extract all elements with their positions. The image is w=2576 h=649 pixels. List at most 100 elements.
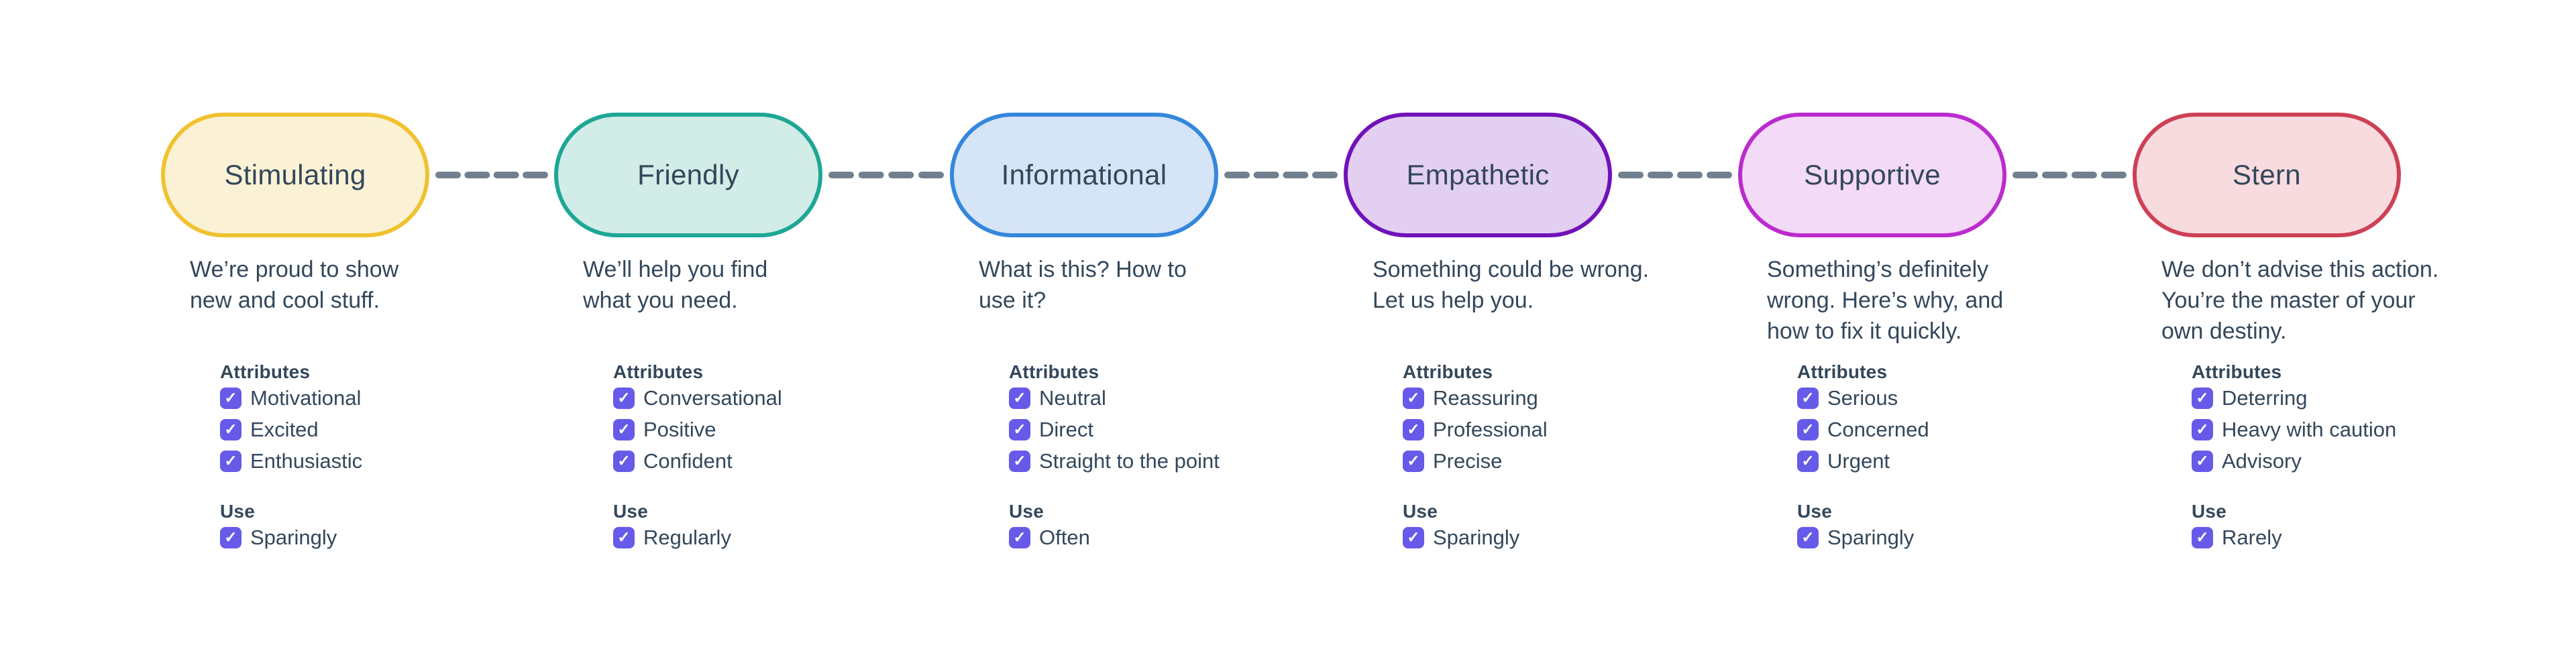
check-icon: ✓ — [1407, 388, 1420, 406]
use-heading: Use — [1009, 501, 1044, 522]
use-heading: Use — [1797, 501, 1832, 522]
checkbox-row: ✓ Reassuring — [1403, 388, 1548, 409]
checkbox[interactable]: ✓ — [1797, 451, 1819, 472]
tone-column-stern: Stern We don’t advise this action. You’r… — [2133, 0, 2438, 649]
check-icon: ✓ — [1013, 388, 1026, 406]
checkbox-label: Precise — [1433, 449, 1503, 473]
tone-pill-label: Stimulating — [224, 159, 366, 190]
checkbox-row: ✓ Heavy with caution — [2192, 419, 2396, 440]
use-list: ✓ Sparingly — [220, 527, 337, 548]
checkbox[interactable]: ✓ — [1403, 419, 1424, 440]
check-icon: ✓ — [617, 528, 631, 546]
checkbox[interactable]: ✓ — [1009, 419, 1030, 440]
checkbox[interactable]: ✓ — [613, 451, 635, 472]
checkbox[interactable]: ✓ — [613, 419, 635, 440]
use-list: ✓ Rarely — [2192, 527, 2282, 548]
checkbox[interactable]: ✓ — [613, 388, 635, 409]
attributes-section: Attributes ✓ Motivational ✓ Excited ✓ En… — [220, 361, 362, 472]
check-icon: ✓ — [2196, 388, 2209, 406]
checkbox-row: ✓ Sparingly — [220, 527, 337, 548]
checkbox[interactable]: ✓ — [2192, 419, 2213, 440]
checkbox-label: Straight to the point — [1039, 449, 1220, 473]
checkbox[interactable]: ✓ — [220, 451, 241, 472]
checkbox[interactable]: ✓ — [1403, 388, 1424, 409]
checkbox-label: Deterring — [2222, 386, 2308, 410]
checkbox-row: ✓ Sparingly — [1403, 527, 1519, 548]
checkbox-label: Urgent — [1827, 449, 1890, 473]
check-icon: ✓ — [2196, 528, 2209, 546]
checkbox-row: ✓ Concerned — [1797, 419, 1929, 440]
attributes-heading: Attributes — [1009, 361, 1099, 382]
checkbox[interactable]: ✓ — [1009, 388, 1030, 409]
checkbox[interactable]: ✓ — [1797, 527, 1819, 548]
attributes-section: Attributes ✓ Reassuring ✓ Professional ✓… — [1403, 361, 1548, 472]
checkbox-label: Reassuring — [1433, 386, 1538, 410]
attributes-list: ✓ Neutral ✓ Direct ✓ Straight to the poi… — [1009, 388, 1220, 472]
check-icon: ✓ — [224, 420, 237, 438]
checkbox-row: ✓ Conversational — [613, 388, 782, 409]
tone-pill: Stern — [2133, 113, 2401, 237]
check-icon: ✓ — [2196, 451, 2209, 469]
check-icon: ✓ — [1013, 528, 1026, 546]
attributes-heading: Attributes — [1403, 361, 1493, 382]
tone-pill: Supportive — [1738, 113, 2006, 237]
checkbox-row: ✓ Deterring — [2192, 388, 2396, 409]
checkbox-row: ✓ Enthusiastic — [220, 451, 362, 472]
tone-pill: Stimulating — [161, 113, 429, 237]
check-icon: ✓ — [224, 528, 237, 546]
attributes-list: ✓ Motivational ✓ Excited ✓ Enthusiastic — [220, 388, 362, 472]
tone-description: We’ll help you find what you need. — [583, 257, 768, 313]
checkbox-label: Sparingly — [1827, 526, 1915, 549]
checkbox[interactable]: ✓ — [1797, 388, 1819, 409]
checkbox[interactable]: ✓ — [220, 527, 241, 548]
tone-column-informational: Informational What is this? How to use i… — [950, 0, 1220, 649]
checkbox[interactable]: ✓ — [220, 419, 241, 440]
attributes-heading: Attributes — [220, 361, 311, 382]
attributes-section: Attributes ✓ Deterring ✓ Heavy with caut… — [2192, 361, 2396, 472]
checkbox-row: ✓ Precise — [1403, 451, 1548, 472]
checkbox-row: ✓ Positive — [613, 419, 782, 440]
checkbox-row: ✓ Urgent — [1797, 451, 1929, 472]
checkbox[interactable]: ✓ — [1797, 419, 1819, 440]
checkbox-label: Sparingly — [1433, 526, 1520, 549]
checkbox[interactable]: ✓ — [2192, 451, 2213, 472]
checkbox-label: Regularly — [643, 526, 731, 549]
checkbox-label: Positive — [643, 418, 716, 441]
tone-pill: Friendly — [554, 113, 822, 237]
use-heading: Use — [2192, 501, 2226, 522]
checkbox-row: ✓ Rarely — [2192, 527, 2282, 548]
checkbox-row: ✓ Straight to the point — [1009, 451, 1220, 472]
checkbox[interactable]: ✓ — [1403, 451, 1424, 472]
use-list: ✓ Sparingly — [1797, 527, 1914, 548]
checkbox[interactable]: ✓ — [1009, 451, 1030, 472]
check-icon: ✓ — [1407, 528, 1420, 546]
checkbox[interactable]: ✓ — [613, 527, 635, 548]
checkbox[interactable]: ✓ — [2192, 527, 2213, 548]
use-section: Use ✓ Rarely — [2192, 500, 2282, 548]
checkbox-label: Professional — [1433, 418, 1548, 441]
checkbox[interactable]: ✓ — [2192, 388, 2213, 409]
checkbox[interactable]: ✓ — [1403, 527, 1424, 548]
attributes-list: ✓ Conversational ✓ Positive ✓ Confident — [613, 388, 782, 472]
use-heading: Use — [220, 501, 255, 522]
use-section: Use ✓ Sparingly — [220, 500, 337, 548]
tone-description: We don’t advise this action. You’re the … — [2161, 257, 2439, 344]
check-icon: ✓ — [1801, 388, 1815, 406]
checkbox-row: ✓ Professional — [1403, 419, 1548, 440]
tone-description: We’re proud to show new and cool stuff. — [190, 257, 399, 313]
tone-column-stimulating: Stimulating We’re proud to show new and … — [161, 0, 429, 649]
checkbox-label: Direct — [1039, 418, 1093, 441]
checkbox[interactable]: ✓ — [220, 388, 241, 409]
tone-description: Something’s definitely wrong. Here’s why… — [1767, 257, 2004, 344]
checkbox-label: Enthusiastic — [250, 449, 363, 473]
check-icon: ✓ — [617, 420, 631, 438]
checkbox-row: ✓ Serious — [1797, 388, 1929, 409]
checkbox-row: ✓ Direct — [1009, 419, 1220, 440]
check-icon: ✓ — [1407, 420, 1420, 438]
attributes-list: ✓ Reassuring ✓ Professional ✓ Precise — [1403, 388, 1548, 472]
check-icon: ✓ — [1801, 451, 1815, 469]
checkbox[interactable]: ✓ — [1009, 527, 1030, 548]
checkbox-row: ✓ Regularly — [613, 527, 731, 548]
